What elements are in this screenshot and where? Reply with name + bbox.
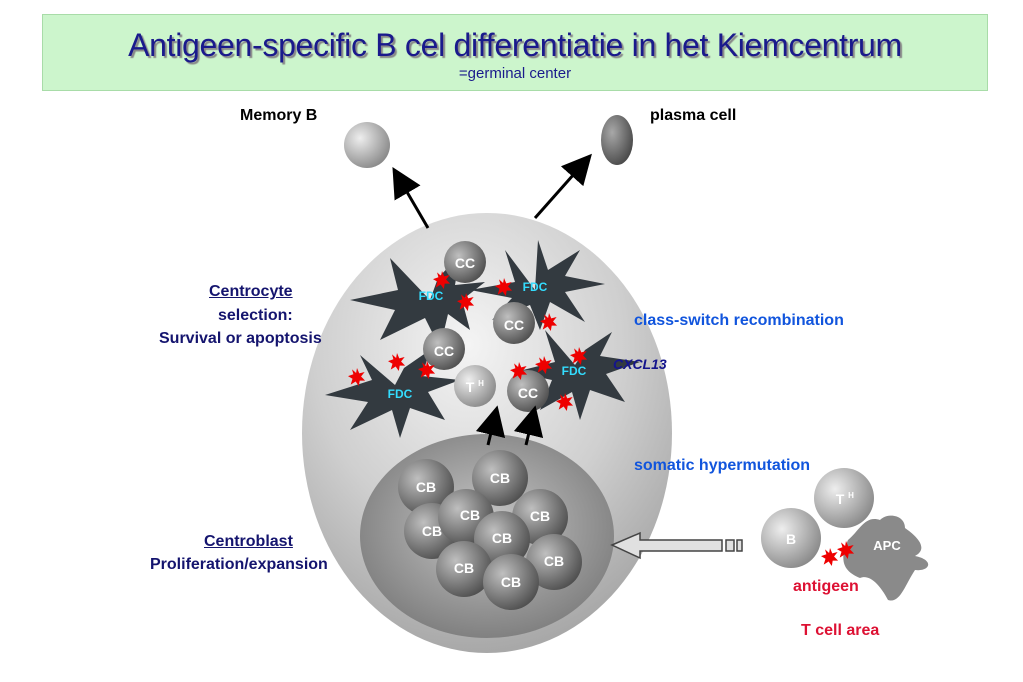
fdc-label-2: FDC: [523, 280, 548, 294]
t-helper-cell: T H: [454, 365, 496, 407]
fdc-label-1: FDC: [419, 289, 444, 303]
antigen-label: antigeen: [793, 578, 859, 595]
arrow-to-memory: [392, 167, 430, 229]
fdc-label-4: FDC: [562, 364, 587, 378]
arrow-cb-to-cc-2: [513, 405, 544, 446]
svg-text:CB: CB: [416, 479, 436, 495]
t-cell-area-label: T cell area: [801, 622, 880, 639]
svg-text:H: H: [848, 491, 854, 500]
svg-text:CB: CB: [460, 507, 480, 523]
cxcl13-label: CXCL13: [613, 356, 667, 372]
centroblast-6: CB: [474, 511, 530, 567]
apc-label: APC: [873, 538, 901, 553]
svg-text:B: B: [786, 531, 796, 547]
centrocyte-1: CC: [444, 241, 486, 283]
svg-text:CC: CC: [455, 255, 475, 271]
centroblast-proliferation: Proliferation/expansion: [150, 556, 328, 573]
svg-text:CB: CB: [530, 508, 550, 524]
centrocyte-selection: selection:: [218, 307, 293, 324]
centroblast-9: CB: [483, 554, 539, 610]
centroblast-8: CB: [436, 541, 492, 597]
svg-text:CC: CC: [434, 343, 454, 359]
t-helper-cell-tzone: T H: [814, 468, 874, 528]
class-switch-label: class-switch recombination: [634, 312, 844, 329]
svg-text:CB: CB: [490, 470, 510, 486]
somatic-hypermutation-label: somatic hypermutation: [634, 457, 811, 474]
entry-arrow: [610, 531, 743, 560]
svg-text:CB: CB: [544, 553, 564, 569]
centrocyte-4: CC: [507, 370, 549, 412]
svg-text:H: H: [478, 379, 484, 388]
svg-text:T: T: [836, 491, 845, 507]
fdc-cell-1: [350, 255, 485, 348]
centroblast-7: CB: [526, 534, 582, 590]
memory-b-cell: [344, 122, 390, 168]
centroblast-1: CB: [398, 459, 454, 515]
centrocyte-survival: Survival or apoptosis: [159, 330, 322, 347]
plasma-cell-label: plasma cell: [650, 107, 737, 124]
centrocyte-heading: Centrocyte: [209, 283, 293, 300]
memory-b-label: Memory B: [240, 107, 318, 124]
centroblast-heading: Centroblast: [204, 533, 293, 550]
centrocyte-2: CC: [493, 302, 535, 344]
plasma-cell: [601, 115, 633, 165]
svg-text:CC: CC: [518, 385, 538, 401]
b-cell-tzone: B: [761, 508, 821, 568]
centrocyte-3: CC: [423, 328, 465, 370]
centroblast-2: CB: [472, 450, 528, 506]
fdc-cell-3: [325, 350, 460, 438]
svg-text:CB: CB: [492, 530, 512, 546]
page-subtitle: =germinal center: [458, 65, 572, 82]
apc-cell: [843, 515, 929, 601]
svg-text:CB: CB: [422, 523, 442, 539]
svg-text:CB: CB: [454, 560, 474, 576]
svg-text:CB: CB: [501, 574, 521, 590]
page-title: Antigeen-specific B cel differentiatie i…: [128, 27, 902, 63]
arrow-to-plasma: [533, 153, 592, 219]
title-banner: Antigeen-specific B cel differentiatie i…: [42, 14, 988, 91]
svg-text:CC: CC: [504, 317, 524, 333]
fdc-label-3: FDC: [388, 387, 413, 401]
arrow-cb-to-cc-1: [475, 405, 506, 446]
svg-text:T: T: [466, 379, 475, 395]
